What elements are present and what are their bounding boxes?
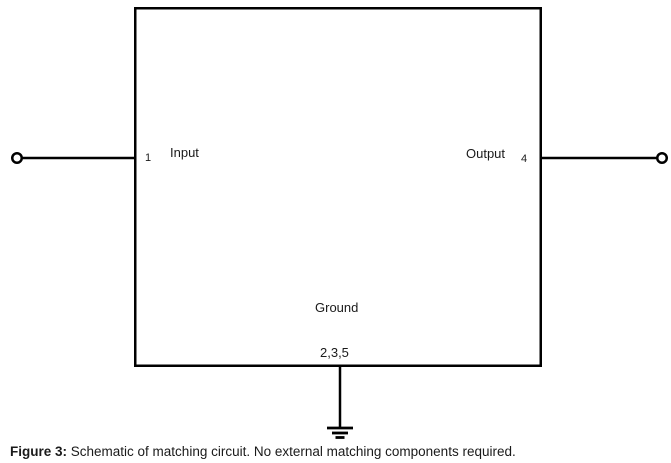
ground-pin-numbers: 2,3,5 [320, 345, 349, 360]
ground-port-label: Ground [315, 300, 359, 315]
input-terminal-node [11, 152, 23, 164]
schematic-svg [11, 7, 668, 439]
figure-caption-text: Schematic of matching circuit. No extern… [67, 444, 516, 459]
input-pin-number: 1 [145, 152, 152, 164]
figure-caption-prefix: Figure 3: [10, 444, 68, 459]
matching-circuit-block [134, 7, 542, 367]
output-port-label: Output [466, 146, 506, 161]
schematic-diagram: Input 1 Output 4 Ground 2,3,5 [11, 7, 668, 439]
figure-caption: Figure 3: Schematic of matching circuit.… [10, 444, 516, 460]
output-pin-number: 4 [521, 153, 528, 165]
input-port-label: Input [170, 145, 199, 160]
output-terminal-node [656, 152, 668, 164]
